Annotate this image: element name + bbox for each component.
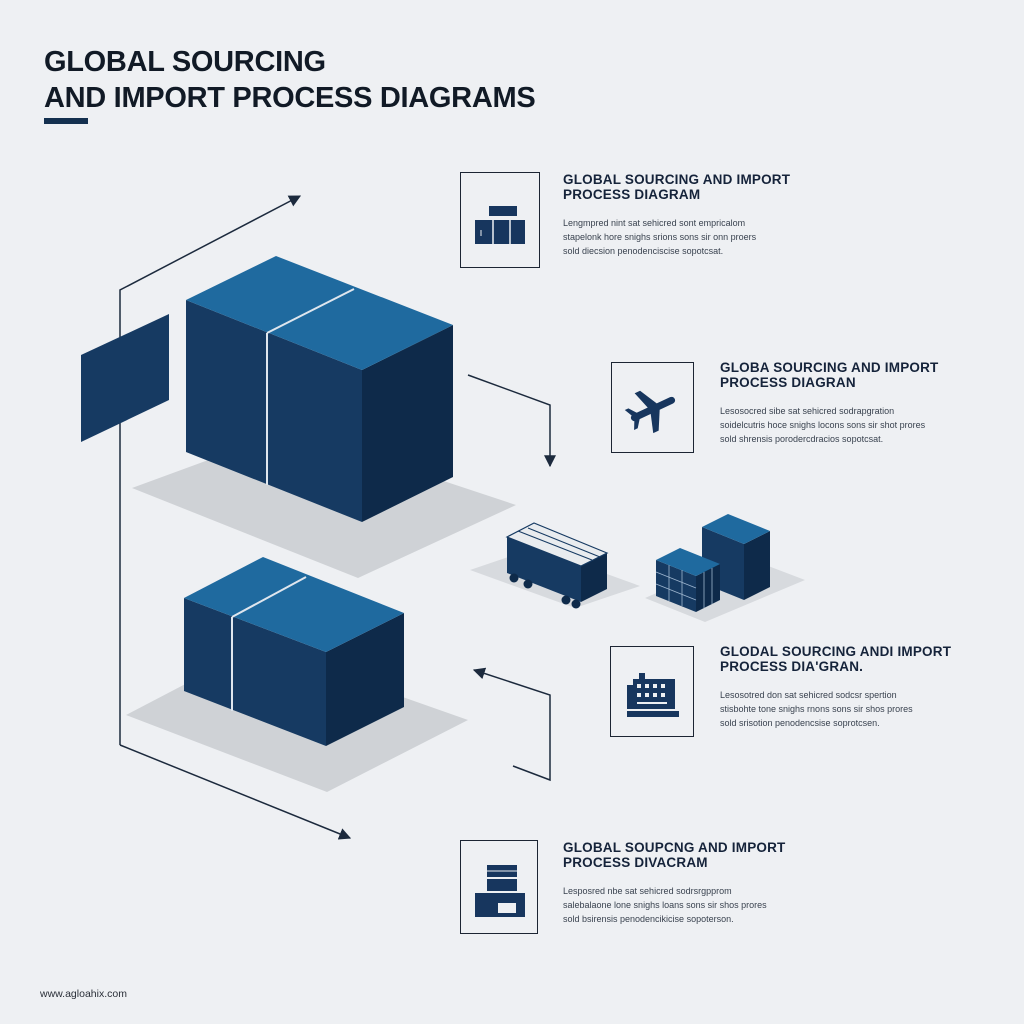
title-underline <box>44 118 88 124</box>
step-body-2-line-3: sold shrensis porodercdracios sopotcsat. <box>720 434 884 444</box>
warehouse-blocks <box>645 514 805 622</box>
small-crate <box>184 557 404 746</box>
step-body-1: Lengmpred nint sat sehicred sont emprica… <box>563 216 813 258</box>
step-body-3: Lesosotred don sat sehicred sodcsr spert… <box>720 688 980 730</box>
step-title-2-line-2: PROCESS DIAGRAN <box>720 375 856 390</box>
step-text-3: GLODAL SOURCING ANDI IMPORT PROCESS DIA'… <box>720 644 980 730</box>
step-icon-box-3 <box>610 646 694 737</box>
page-title-line-2: AND IMPORT PROCESS DIAGRAMS <box>44 82 536 114</box>
flow-arrow-down <box>467 374 556 468</box>
step-body-3-line-1: Lesosotred don sat sehicred sodcsr spert… <box>720 690 897 700</box>
step-body-1-line-3: sold diecsion penodenciscise sopotcsat. <box>563 246 724 256</box>
flow-lines <box>119 195 556 840</box>
step-body-1-line-1: Lengmpred nint sat sehicred sont emprica… <box>563 218 746 228</box>
step-body-2: Lesosocred sibe sat sehicred sodrapgrati… <box>720 404 980 446</box>
factory-icon <box>627 673 679 717</box>
step-body-2-line-2: soidelcutris hoce snighs locons sons sir… <box>720 420 926 430</box>
step-title-4: GLOBAL SOUPCNG AND IMPORT PROCESS DIVACR… <box>563 840 813 870</box>
step-title-2: GLOBA SOURCING AND IMPORT PROCESS DIAGRA… <box>720 360 980 390</box>
step-body-1-line-2: stapelonk hore snighs srions sons sir on… <box>563 232 757 242</box>
step-body-4: Lesposred nbe sat sehicred sodrsrgpprom … <box>563 884 813 926</box>
step-icon-box-1 <box>460 172 540 268</box>
flow-arrow-top <box>119 195 302 745</box>
step-icon-box-2 <box>611 362 694 453</box>
flow-arrow-bottom <box>119 744 352 840</box>
step-text-4: GLOBAL SOUPCNG AND IMPORT PROCESS DIVACR… <box>563 840 813 926</box>
step-body-4-line-1: Lesposred nbe sat sehicred sodrsrgpprom <box>563 886 732 896</box>
step-title-4-line-1: GLOBAL SOUPCNG AND IMPORT <box>563 840 786 855</box>
step-title-1-line-2: PROCESS DIAGRAM <box>563 187 701 202</box>
step-body-3-line-3: sold srisotion penodencsise soprotcsen. <box>720 718 880 728</box>
step-body-2-line-1: Lesosocred sibe sat sehicred sodrapgrati… <box>720 406 895 416</box>
step-title-3-line-1: GLODAL SOURCING ANDI IMPORT <box>720 644 952 659</box>
step-title-1: GLOBAL SOURCING AND IMPORT PROCESS DIAGR… <box>563 172 813 202</box>
page-title: GLOBAL SOURCING AND IMPORT PROCESS DIAGR… <box>44 44 536 116</box>
step-text-1: GLOBAL SOURCING AND IMPORT PROCESS DIAGR… <box>563 172 813 258</box>
step-title-1-line-1: GLOBAL SOURCING AND IMPORT <box>563 172 791 187</box>
step-title-3: GLODAL SOURCING ANDI IMPORT PROCESS DIA'… <box>720 644 980 674</box>
step-body-4-line-3: sold bsirensis penodencikicise sopoterso… <box>563 914 734 924</box>
step-title-4-line-2: PROCESS DIVACRAM <box>563 855 708 870</box>
flow-arrow-return <box>472 667 551 782</box>
boxes-stack-icon <box>475 206 525 244</box>
warehouse-stack-icon <box>475 865 525 917</box>
step-text-2: GLOBA SOURCING AND IMPORT PROCESS DIAGRA… <box>720 360 980 446</box>
step-icon-box-4 <box>460 840 538 934</box>
container-truck <box>470 522 640 609</box>
document-panel <box>81 314 169 442</box>
step-title-3-line-2: PROCESS DIA'GRAN. <box>720 659 864 674</box>
large-crate <box>186 256 453 522</box>
step-body-4-line-2: salebalaone lone snighs loans sons sir s… <box>563 900 767 910</box>
footer-url[interactable]: www.agloahix.com <box>40 988 127 1000</box>
step-body-3-line-2: stisbohte tone snighs rnons sons sir sho… <box>720 704 913 714</box>
airplane-icon <box>624 390 676 434</box>
step-title-2-line-1: GLOBA SOURCING AND IMPORT <box>720 360 939 375</box>
page-title-line-1: GLOBAL SOURCING <box>44 46 326 78</box>
